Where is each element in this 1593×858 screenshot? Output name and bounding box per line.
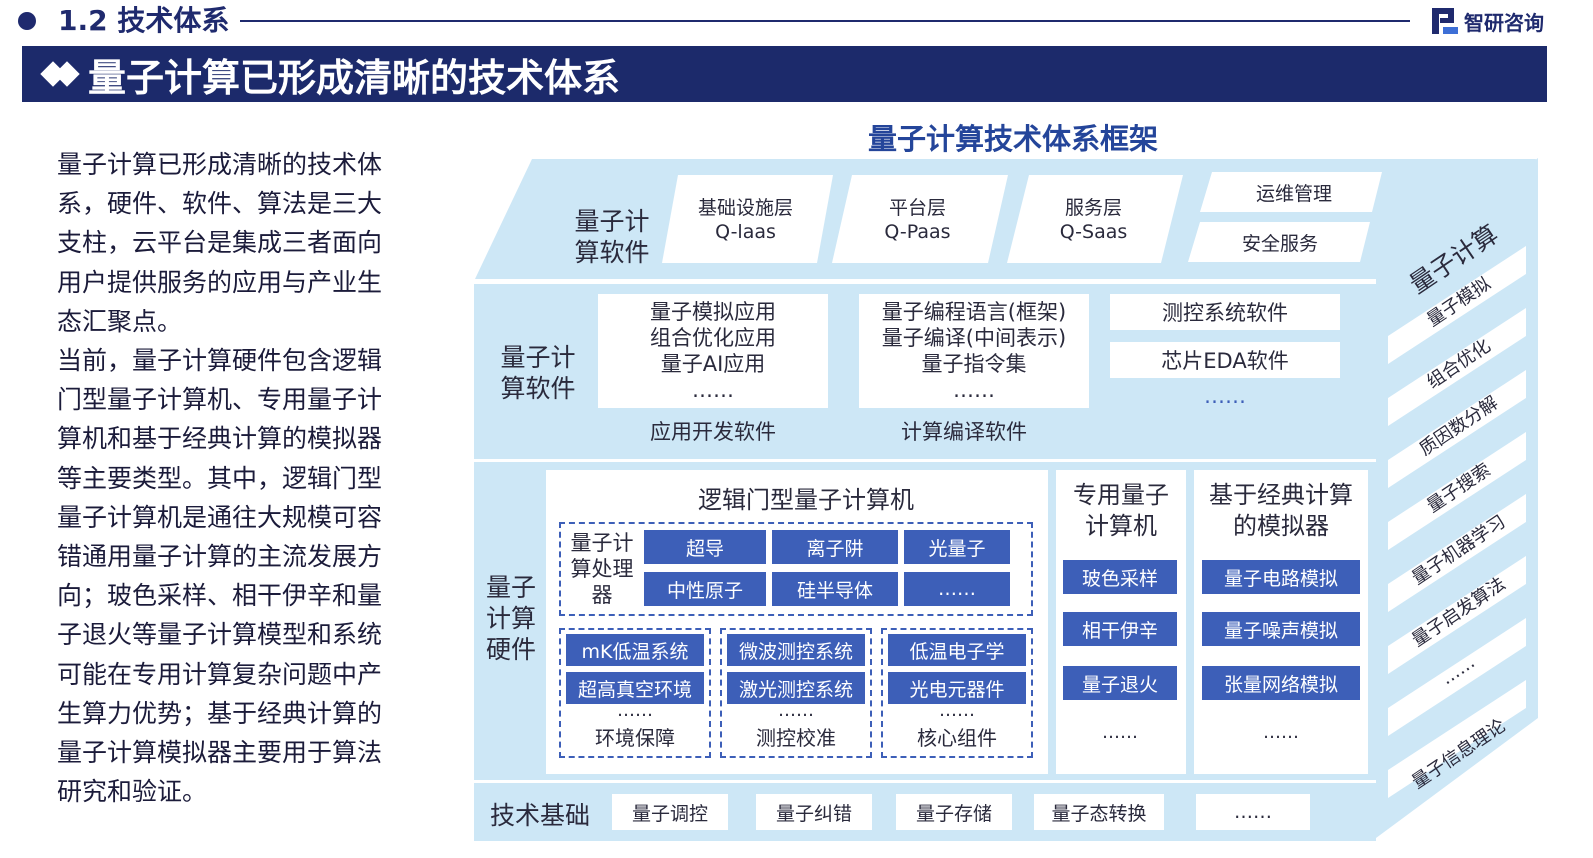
diamond-icon bbox=[40, 59, 82, 89]
security-box: 安全服务 bbox=[1241, 232, 1318, 255]
description-text: 量子计算已形成清晰的技术体系，硬件、软件、算法是三大支柱，云平台是集成三者面向用… bbox=[57, 145, 402, 811]
calib-group bbox=[720, 628, 872, 758]
paas-title: 平台层 bbox=[888, 197, 946, 219]
simulator-title: 基于经典计算的模拟器 bbox=[1209, 481, 1353, 540]
sim-noise: 量子噪声模拟 bbox=[1202, 612, 1360, 646]
app-line-3: 量子AI应用 bbox=[660, 352, 766, 376]
comp-line-1: 量子编程语言(框架) bbox=[881, 300, 1067, 324]
software-layer-label: 量子计算软件 bbox=[500, 343, 576, 403]
core-caption: 核心组件 bbox=[917, 726, 997, 750]
banner: 量子计算已形成清晰的技术体系 bbox=[22, 46, 1547, 102]
paragraph-2: 当前，量子计算硬件包含逻辑门型量子计算机、专用量子计算机和基于经典计算的模拟器等… bbox=[57, 346, 383, 807]
special-coherent-ising: 相干伊辛 bbox=[1063, 612, 1177, 646]
special-more: …… bbox=[1102, 722, 1138, 743]
core-group bbox=[881, 628, 1033, 758]
header-bullet-icon bbox=[18, 12, 36, 30]
foundation-state-conversion: 量子态转换 bbox=[1034, 794, 1164, 830]
special-computer-title: 专用量子计算机 bbox=[1073, 481, 1169, 540]
compile-software-caption: 计算编译软件 bbox=[901, 420, 1027, 444]
top-box-paas-shape bbox=[832, 175, 1008, 263]
paragraph-1: 量子计算已形成清晰的技术体系，硬件、软件、算法是三大支柱，云平台是集成三者面向用… bbox=[57, 150, 383, 336]
top-box-saas-shape bbox=[1007, 175, 1183, 263]
software-more: …… bbox=[1204, 384, 1246, 408]
algorithm-strips bbox=[1388, 246, 1526, 798]
processor-superconducting: 超导 bbox=[644, 530, 766, 564]
calib-item-1: 微波测控系统 bbox=[727, 634, 865, 666]
processor-label: 量子计算处理器 bbox=[570, 531, 634, 607]
env-item-2: 超高真空环境 bbox=[566, 672, 704, 704]
saas-sub: Q-Saas bbox=[1059, 221, 1128, 243]
comp-line-3: 量子指令集 bbox=[921, 352, 1027, 376]
banner-title: 量子计算已形成清晰的技术体系 bbox=[88, 55, 621, 100]
ops-box-shape bbox=[1200, 172, 1382, 212]
calib-dots: …… bbox=[778, 700, 814, 721]
compile-software-box: 量子编程语言(框架) 量子编译(中间表示) 量子指令集 …… bbox=[859, 294, 1089, 408]
env-dots: …… bbox=[617, 700, 653, 721]
sim-circuit: 量子电路模拟 bbox=[1202, 560, 1360, 594]
top-layer-label: 量子计算软件 bbox=[574, 207, 650, 267]
eda-software-box: 芯片EDA软件 bbox=[1110, 342, 1340, 378]
processor-photonic: 光量子 bbox=[904, 530, 1010, 564]
brand-icon bbox=[1432, 8, 1458, 34]
hardware-layer-label: 量子计算硬件 bbox=[485, 573, 536, 664]
calib-caption: 测控校准 bbox=[756, 726, 836, 750]
app-line-1: 量子模拟应用 bbox=[650, 300, 776, 324]
diagram-title: 量子计算技术体系框架 bbox=[868, 122, 1159, 156]
foundation-storage: 量子存储 bbox=[896, 794, 1012, 830]
processor-more: …… bbox=[904, 572, 1010, 606]
comp-line-2: 量子编译(中间表示) bbox=[881, 326, 1067, 350]
app-software-caption: 应用开发软件 bbox=[650, 420, 776, 444]
brand-logo: 智研咨询 bbox=[1432, 6, 1544, 36]
env-group bbox=[559, 628, 711, 758]
foundation-control: 量子调控 bbox=[612, 794, 728, 830]
top-box-paas: 平台层 Q-Paas bbox=[840, 190, 995, 250]
special-annealing: 量子退火 bbox=[1063, 666, 1177, 700]
top-box-iaas: 基础设施层 Q-laas bbox=[668, 190, 823, 250]
ops-box: 运维管理 bbox=[1255, 182, 1332, 205]
app-line-2: 组合优化应用 bbox=[650, 326, 776, 350]
gate-computer-title: 逻辑门型量子计算机 bbox=[698, 486, 914, 514]
foundation-error-correction: 量子纠错 bbox=[756, 794, 872, 830]
saas-title: 服务层 bbox=[1064, 197, 1122, 219]
env-caption: 环境保障 bbox=[595, 726, 675, 750]
processor-ion-trap: 离子阱 bbox=[772, 530, 898, 564]
processor-silicon: 硅半导体 bbox=[772, 572, 898, 606]
env-item-1: mK低温系统 bbox=[566, 634, 704, 666]
section-title: 1.2 技术体系 bbox=[58, 4, 230, 37]
core-dots: …… bbox=[939, 700, 975, 721]
gate-computer-panel bbox=[546, 470, 1048, 774]
foundation-more: …… bbox=[1196, 794, 1310, 830]
control-software-box: 测控系统软件 bbox=[1110, 294, 1340, 330]
comp-line-4: …… bbox=[953, 378, 995, 402]
processor-neutral-atom: 中性原子 bbox=[644, 572, 766, 606]
security-box-shape bbox=[1188, 222, 1370, 262]
foundation-label: 技术基础 bbox=[489, 801, 590, 830]
calib-item-2: 激光测控系统 bbox=[727, 672, 865, 704]
special-boson-sampling: 玻色采样 bbox=[1063, 560, 1177, 594]
brand-name: 智研咨询 bbox=[1464, 10, 1544, 35]
processor-group bbox=[559, 522, 1033, 616]
paas-sub: Q-Paas bbox=[884, 221, 951, 243]
core-item-1: 低温电子学 bbox=[888, 634, 1026, 666]
top-box-saas: 服务层 Q-Saas bbox=[1016, 190, 1171, 250]
header-divider bbox=[240, 20, 1410, 22]
top-box-iaas-shape bbox=[662, 175, 833, 263]
sim-tensor: 张量网络模拟 bbox=[1202, 666, 1360, 700]
core-item-2: 光电元器件 bbox=[888, 672, 1026, 704]
sim-more: …… bbox=[1263, 722, 1299, 743]
iaas-sub: Q-laas bbox=[715, 221, 776, 243]
app-line-4: …… bbox=[692, 378, 734, 402]
iaas-title: 基础设施层 bbox=[697, 197, 793, 219]
app-software-box: 量子模拟应用 组合优化应用 量子AI应用 …… bbox=[598, 294, 828, 408]
